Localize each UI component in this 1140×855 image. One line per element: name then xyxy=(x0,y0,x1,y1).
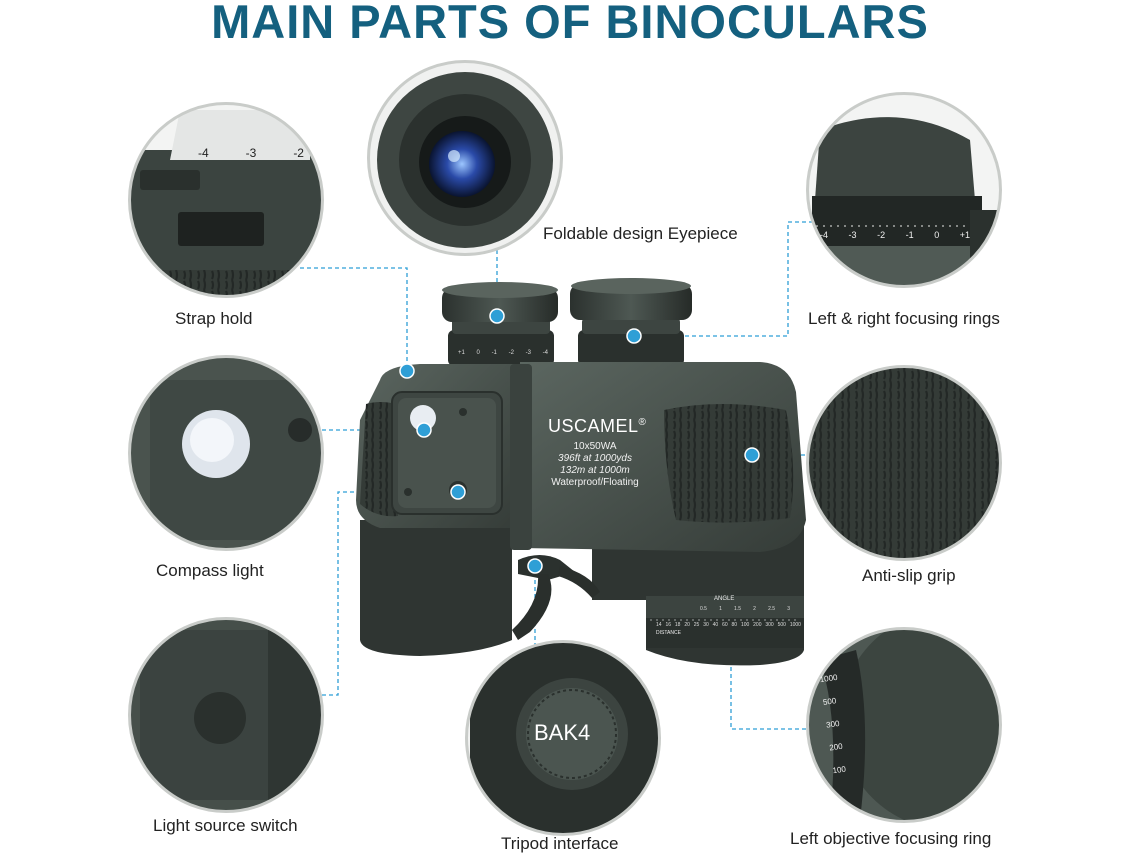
label-eyepiece: Foldable design Eyepiece xyxy=(543,224,738,243)
label-compass-light: Compass light xyxy=(156,561,264,580)
leader-objective xyxy=(730,632,810,730)
distance-tick: 30 xyxy=(703,622,709,628)
spec-line: 132m at 1000m xyxy=(560,465,630,476)
closeup-frame-strap xyxy=(128,102,324,298)
diopter-scale: +1 0 -1 -2 -3 -4 xyxy=(458,350,548,356)
label-light-switch: Light source switch xyxy=(153,816,298,835)
ring-scale-tick: -3 xyxy=(848,230,857,240)
closeup-frame-rings xyxy=(806,92,1002,288)
left-eyepiece xyxy=(442,282,558,366)
angle-tick: 0.5 xyxy=(700,606,707,612)
dot-compass-light xyxy=(416,422,432,438)
closeup-frame-switch xyxy=(128,617,324,813)
dot-light-switch xyxy=(450,484,466,500)
dot-tripod xyxy=(527,558,543,574)
dot-anti-slip xyxy=(744,447,760,463)
dot-focusing-ring xyxy=(626,328,642,344)
label-objective-ring: Left objective focusing ring xyxy=(790,829,992,848)
distance-tick: 18 xyxy=(674,622,681,628)
brand-logo: USCAMEL® xyxy=(548,416,646,437)
spec-line: 396ft at 1000yds xyxy=(558,453,632,464)
dot-eyepiece xyxy=(489,308,505,324)
distance-tick: 40 xyxy=(712,622,719,628)
ring-scale-tick: 0 xyxy=(934,230,940,240)
angle-tick: 2.5 xyxy=(768,606,776,612)
closeup-frame-objective xyxy=(806,627,1002,823)
label-focusing-rings: Left & right focusing rings xyxy=(808,309,1000,328)
diopter-tick: -3 xyxy=(525,350,531,356)
label-anti-slip: Anti-slip grip xyxy=(862,566,956,585)
ring-scale-tick: -1 xyxy=(905,230,914,240)
strap-scale-tick: -4 xyxy=(198,146,209,160)
tripod-bak4-text: BAK4 xyxy=(534,720,591,745)
spec-block: 10x50WA 396ft at 1000yds 132m at 1000m W… xyxy=(540,441,650,489)
angle-scale: 0.5 1 1.5 2 2.5 3 xyxy=(700,606,790,612)
distance-tick: 60 xyxy=(722,622,728,628)
distance-tick: 500 xyxy=(777,622,786,628)
brand-name: USCAMEL xyxy=(548,416,639,436)
closeup-frame-eyepiece xyxy=(367,60,563,256)
distance-tick: 25 xyxy=(693,622,700,628)
leader-strap-hold xyxy=(300,267,408,371)
angle-tick: 3 xyxy=(787,606,790,612)
distance-tick: 200 xyxy=(753,622,762,628)
diopter-tick: 0 xyxy=(476,350,480,356)
strap-scale-tick: -3 xyxy=(245,146,257,160)
distance-label: DISTANCE xyxy=(656,630,681,636)
distance-tick: 300 xyxy=(765,622,774,628)
objective-scale-tick: 500 xyxy=(822,696,837,707)
distance-tick: 1000 xyxy=(789,622,801,628)
ring-scale-tick: -4 xyxy=(820,230,829,240)
angle-tick: 1.5 xyxy=(734,606,741,612)
objective-scale-tick: 300 xyxy=(825,718,841,730)
label-strap-hold: Strap hold xyxy=(175,309,253,328)
distance-tick: 100 xyxy=(740,622,750,628)
ring-scale-tick: +1 xyxy=(959,230,970,240)
compass-module xyxy=(391,391,503,515)
strap-scale: -4 -3 -2 xyxy=(198,146,304,160)
brand-mark: ® xyxy=(638,417,647,428)
distance-tick: 20 xyxy=(684,622,690,628)
ring-scale: -4 -3 -2 -1 0 +1 xyxy=(820,230,970,240)
objective-scale-tick: 200 xyxy=(828,741,844,753)
distance-tick: 14 xyxy=(656,622,662,628)
distance-tick: 80 xyxy=(731,622,738,628)
diopter-tick: -1 xyxy=(491,350,497,356)
angle-tick: 1 xyxy=(719,606,722,612)
label-tripod: Tripod interface xyxy=(501,834,619,853)
diopter-tick: -4 xyxy=(542,350,548,356)
grip-panel xyxy=(664,404,794,523)
angle-tick: 2 xyxy=(753,606,756,612)
right-eyepiece xyxy=(570,278,692,366)
callout-dots xyxy=(399,308,760,574)
objective-focus-ring xyxy=(646,596,804,648)
closeup-frame-grip xyxy=(806,365,1002,561)
spec-line: 10x50WA xyxy=(573,441,617,452)
page-title: MAIN PARTS OF BINOCULARS xyxy=(211,0,929,48)
ring-scale-tick: -2 xyxy=(877,230,886,240)
strap-scale-tick: -2 xyxy=(293,146,304,160)
spec-line: Waterproof/Floating xyxy=(551,477,639,488)
distance-tick: 16 xyxy=(665,622,671,628)
closeup-frame-tripod xyxy=(465,640,661,836)
dot-strap-hold xyxy=(399,363,415,379)
diopter-tick: +1 xyxy=(458,350,465,356)
diopter-tick: -2 xyxy=(508,350,514,356)
closeup-frame-compass xyxy=(128,355,324,551)
distance-scale: 14 16 18 20 25 30 40 60 80 100 200 300 5… xyxy=(656,622,801,628)
leader-light-switch xyxy=(322,491,458,696)
angle-label: ANGLE xyxy=(714,596,735,602)
binocular-body xyxy=(356,278,806,666)
